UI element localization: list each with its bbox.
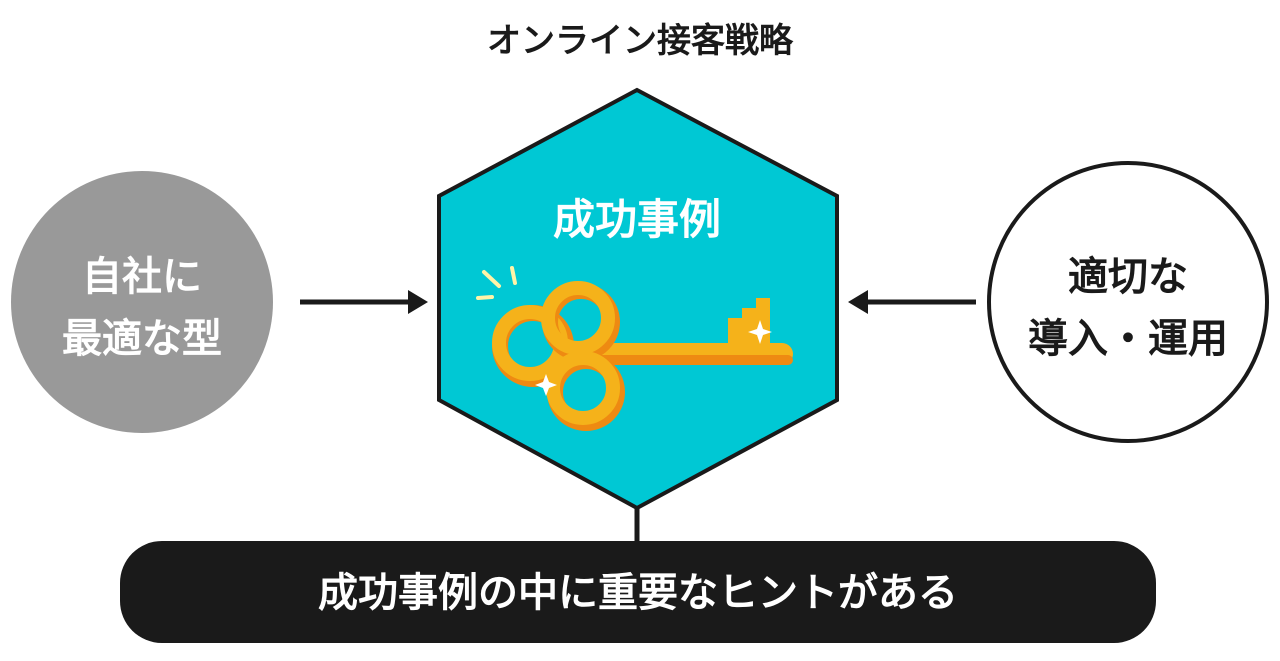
right-arrow	[848, 290, 976, 314]
center-hexagon	[437, 87, 839, 511]
conclusion-text: 成功事例の中に重要なヒントがある	[318, 570, 958, 616]
conclusion-banner	[120, 541, 1156, 643]
left-node-line-2: 最適な型	[62, 316, 222, 362]
left-node-line-1: 自社に	[82, 254, 202, 300]
key-icon	[476, 266, 793, 431]
right-node-line-2: 導入・運用	[1028, 316, 1228, 362]
right-node-circle	[987, 161, 1269, 443]
left-arrow	[300, 290, 428, 314]
diagram-title: オンライン接客戦略	[487, 21, 794, 61]
left-node-circle	[11, 171, 273, 433]
right-node-line-1: 適切な	[1068, 254, 1188, 300]
center-label: 成功事例	[553, 195, 721, 244]
